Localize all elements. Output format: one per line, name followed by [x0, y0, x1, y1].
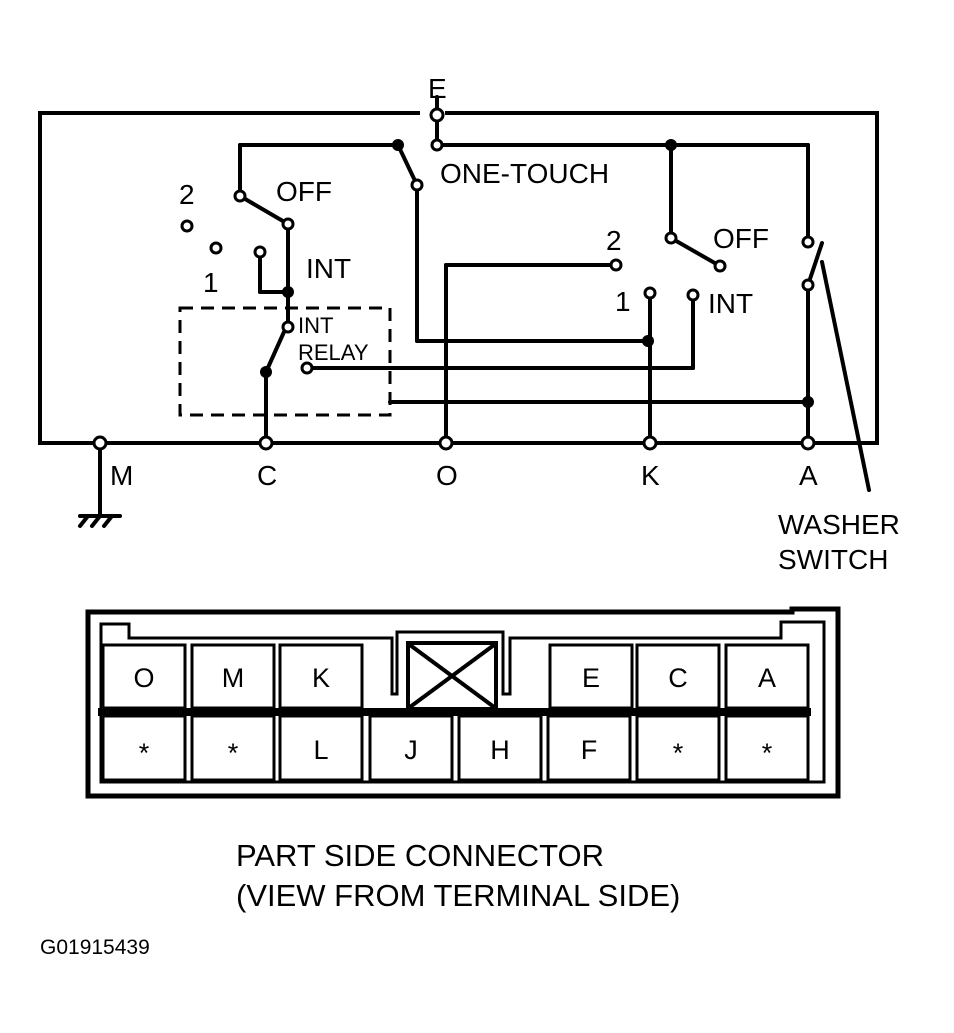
circuit-wires [78, 95, 871, 528]
terminal-label-k: K [641, 460, 660, 491]
connector-pin-o: O [133, 663, 154, 693]
connector-pin-unused-3: * [673, 738, 684, 768]
washer-switch-label-line1: WASHER [778, 509, 900, 540]
junction-dots [260, 139, 814, 408]
left-switch-pos-off: OFF [276, 176, 332, 207]
connector-housing [85, 606, 841, 799]
connector-cavities [101, 641, 810, 782]
connector-pin-unused-4: * [762, 738, 773, 768]
right-switch-pos-1: 1 [615, 286, 631, 317]
terminal-label-e: E [428, 73, 447, 104]
blocked-cavity-x-icon [408, 643, 496, 709]
connector-pin-e: E [582, 663, 600, 693]
int-relay-label-line1: INT [298, 313, 333, 338]
left-switch-pos-2: 2 [179, 179, 195, 210]
int-relay-box [178, 306, 392, 417]
terminal-label-o: O [436, 460, 458, 491]
connector-pin-unused-2: * [228, 738, 239, 768]
terminal-label-c: C [257, 460, 277, 491]
figure-code: G01915439 [40, 936, 150, 959]
contact-points [92, 107, 816, 451]
connector-caption-line2: (VIEW FROM TERMINAL SIDE) [236, 878, 680, 913]
connector-pin-m: M [222, 663, 245, 693]
connector-pin-j: J [404, 735, 418, 765]
connector-pin-l: L [313, 735, 328, 765]
connector-pin-unused-1: * [139, 738, 150, 768]
connector-pin-a: A [758, 663, 776, 693]
switch-housing [38, 111, 879, 445]
terminal-label-m: M [110, 460, 133, 491]
right-switch-pos-off: OFF [713, 223, 769, 254]
left-switch-pos-1: 1 [203, 267, 219, 298]
connector-pin-h: H [490, 735, 510, 765]
one-touch-label: ONE-TOUCH [440, 158, 609, 189]
right-switch-pos-2: 2 [606, 225, 622, 256]
connector-pin-k: K [312, 663, 330, 693]
right-switch-pos-int: INT [708, 288, 753, 319]
int-relay-label-line2: RELAY [298, 340, 369, 365]
connector-pin-c: C [668, 663, 688, 693]
terminal-label-a: A [799, 460, 818, 491]
left-switch-pos-int: INT [306, 253, 351, 284]
connector-caption-line1: PART SIDE CONNECTOR [236, 838, 604, 873]
connector-pin-f: F [581, 735, 598, 765]
washer-switch-label-line2: SWITCH [778, 544, 888, 575]
